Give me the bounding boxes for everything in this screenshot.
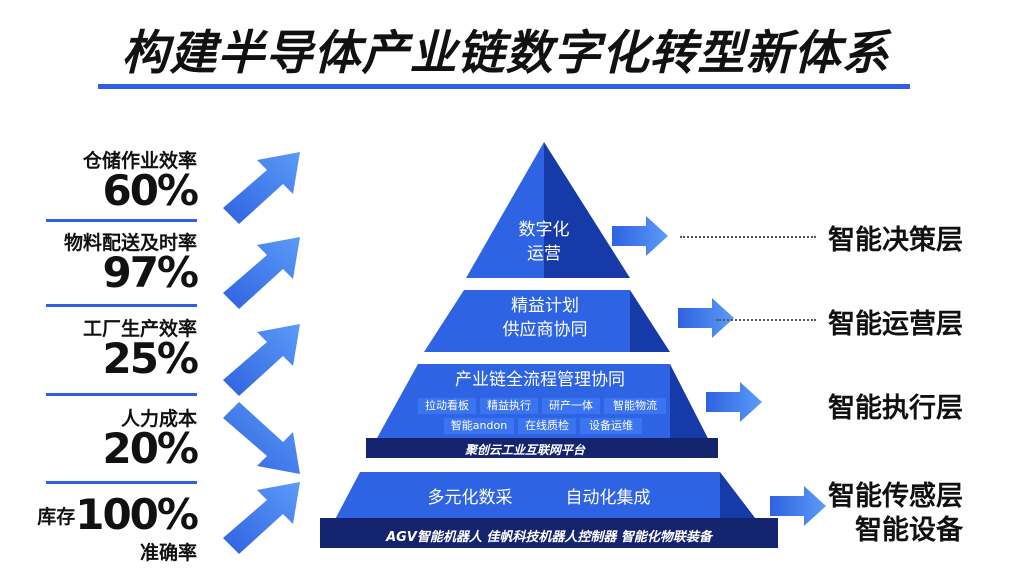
title-underline: [98, 84, 910, 89]
arrow-right-icon: [678, 298, 734, 338]
pill-rd-production: 研产一体: [542, 398, 600, 414]
metric-divider: [46, 393, 197, 396]
layer-devices: 智能设备: [855, 515, 963, 546]
dotted-connector: [716, 319, 816, 321]
metric-label: 工厂生产效率: [82, 318, 197, 340]
metric-divider: [46, 219, 197, 222]
metric-value: 100%: [75, 490, 199, 539]
layer-execution: 智能执行层: [828, 393, 963, 424]
arrow-down-right-icon: [223, 402, 300, 474]
metric-divider: [46, 304, 197, 307]
metric-value: 97%: [102, 248, 199, 297]
metric-labor-cost: 人力成本 20%: [46, 398, 199, 474]
metric-value: 20%: [102, 424, 199, 473]
metric-label: 库存: [37, 506, 76, 528]
metric-label: 人力成本: [120, 408, 197, 430]
tier4-item1: 多元化数采: [427, 488, 513, 508]
arrow-up-right-icon: [223, 324, 300, 396]
pill-smart-logistics: 智能物流: [604, 398, 666, 414]
metric-warehouse-efficiency: 仓储作业效率 60%: [46, 142, 199, 218]
arrow-right-icon: [770, 486, 826, 526]
pill-online-inspection: 在线质检: [518, 418, 576, 434]
arrow-up-right-icon: [223, 152, 300, 224]
metric-delivery-timeliness: 物料配送及时率 97%: [46, 224, 199, 300]
tier3-title: 产业链全流程管理协同: [455, 370, 625, 390]
tier1-text: 数字化 运营: [480, 218, 608, 266]
tier2-text: 精益计划 供应商协同: [470, 294, 620, 342]
arrow-right-icon: [612, 216, 668, 256]
tier4-bottom: AGV智能机器人 佳帆科技机器人控制器 智能化物联装备: [386, 530, 712, 545]
pill-smart-andon: 智能andon: [444, 418, 514, 434]
tier1-line1: 数字化: [518, 220, 570, 240]
arrow-up-right-icon: [223, 482, 300, 554]
tier3-pills-row2: 智能andon 在线质检 设备运维: [444, 418, 654, 434]
left-arrows: [223, 152, 300, 554]
tier2-line1: 精益计划: [511, 296, 579, 316]
right-arrows: [612, 216, 826, 526]
platform-label: 聚创云工业互联网平台: [464, 443, 585, 457]
metric-label: 物料配送及时率: [63, 232, 197, 254]
metric-value: 60%: [102, 166, 199, 215]
tier4-item2: 自动化集成: [565, 488, 651, 508]
layer-operation: 智能运营层: [828, 309, 963, 340]
pill-pull-kanban: 拉动看板: [418, 398, 476, 414]
metric-label-suffix: 准确率: [139, 542, 197, 564]
metric-value: 25%: [102, 334, 199, 383]
arrow-right-icon: [706, 382, 762, 422]
page-title: 构建半导体产业链数字化转型新体系: [121, 26, 890, 81]
pill-lean-execution: 精益执行: [480, 398, 538, 414]
metric-inventory-accuracy: 库存100% 准确率: [37, 490, 199, 564]
tier2-line2: 供应商协同: [502, 320, 588, 340]
tier1-line2: 运营: [527, 244, 561, 264]
dotted-connector: [680, 236, 816, 238]
metric-label: 仓储作业效率: [82, 150, 197, 172]
pill-equipment-maintenance: 设备运维: [580, 418, 642, 434]
metric-divider: [46, 481, 197, 484]
arrow-up-right-icon: [223, 237, 300, 309]
metric-inventory-line: 库存100%: [37, 490, 199, 539]
layer-sensing: 智能传感层: [828, 481, 963, 512]
metric-factory-efficiency: 工厂生产效率 25%: [46, 310, 199, 386]
tier3-pills-row1: 拉动看板 精益执行 研产一体 智能物流: [418, 398, 668, 414]
layer-decision: 智能决策层: [828, 225, 963, 256]
